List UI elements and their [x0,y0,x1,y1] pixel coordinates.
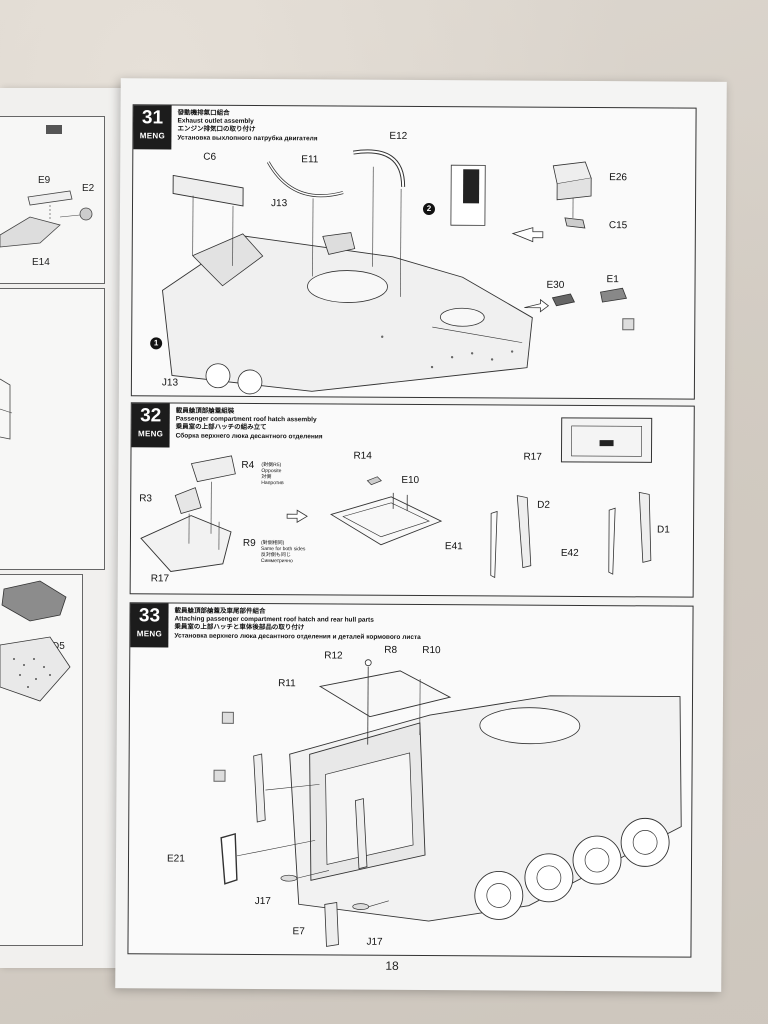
callout-1-icon: 1 [150,337,163,350]
part-label-c15: C15 [608,220,628,232]
part-label-r11: R11 [278,678,296,690]
r9-same-note: (對側相同) Same for both sides 反対側も同じ Симмет… [261,540,306,564]
left-step-panel-middle [0,288,105,570]
part-label-r8: R8 [384,644,398,656]
part-label-e30: E30 [546,279,565,291]
step-33-drawing [220,659,682,947]
part-label-r10: R10 [422,645,441,657]
step-32-drawing [140,417,653,579]
part-label-e1: E1 [606,274,619,286]
part-label-r4: R4 [241,459,255,471]
part-label-r12: R12 [324,650,343,662]
part-label-j13-lower: J13 [161,377,179,389]
left-step-panel-bottom: D5 [0,574,83,946]
part-label-j13: J13 [270,198,288,210]
paint-swatch-icon [622,318,635,331]
part-label-r9: R9 [242,537,256,549]
step-32-panel: 32 MENG 載員艙頂部艙蓋組裝 Passenger compartment … [129,402,695,598]
note-line: Напротив [261,480,284,487]
part-label-r14: R14 [353,450,372,462]
part-label-e21: E21 [166,853,185,865]
left-step-panel-top: E9 E2 E14 [0,116,105,284]
step-31-drawing [162,149,628,395]
part-label-r17-top: R17 [523,451,542,463]
part-label-e7: E7 [292,926,305,938]
part-label-e11: E11 [301,154,319,166]
part-label-r17: R17 [150,573,170,585]
part-label-e10: E10 [401,474,420,486]
part-label-e12: E12 [389,130,408,142]
step-31-panel: 31 MENG 發動機排氣口組合 Exhaust outlet assembly… [130,104,697,400]
part-label-d5: D5 [52,641,65,652]
paint-swatch-icon [221,711,234,724]
paint-swatch-icon [46,125,62,134]
callout-2-icon: 2 [422,203,436,216]
instruction-page: 31 MENG 發動機排氣口組合 Exhaust outlet assembly… [115,78,727,992]
part-label-e41: E41 [444,541,463,553]
left-middle-drawing [0,378,13,440]
part-label-j17: J17 [254,895,271,908]
part-label-e26: E26 [609,172,628,184]
left-page: E9 E2 E14 D5 [0,88,128,968]
note-line: Симметрично [260,558,293,565]
part-label-e2: E2 [82,183,95,194]
part-label-e14: E14 [32,257,50,268]
r4-opposite-note: (對側R5) Opposite 対側 Напротив [261,462,283,486]
left-top-drawing [0,190,93,248]
part-label-e9: E9 [38,175,51,186]
paint-swatch-icon [213,769,226,782]
step-33-panel: 33 MENG 載員艙頂部艙蓋及車尾部件組合 Attaching passeng… [127,602,694,958]
part-label-j17-lower: J17 [366,936,383,948]
part-label-e42: E42 [560,547,579,559]
part-label-d2: D2 [537,499,551,511]
part-label-c6: C6 [203,151,217,163]
part-label-d1: D1 [657,524,670,536]
page-number: 18 [385,958,399,973]
left-bottom-drawing [0,580,71,702]
part-label-r3: R3 [139,493,153,505]
